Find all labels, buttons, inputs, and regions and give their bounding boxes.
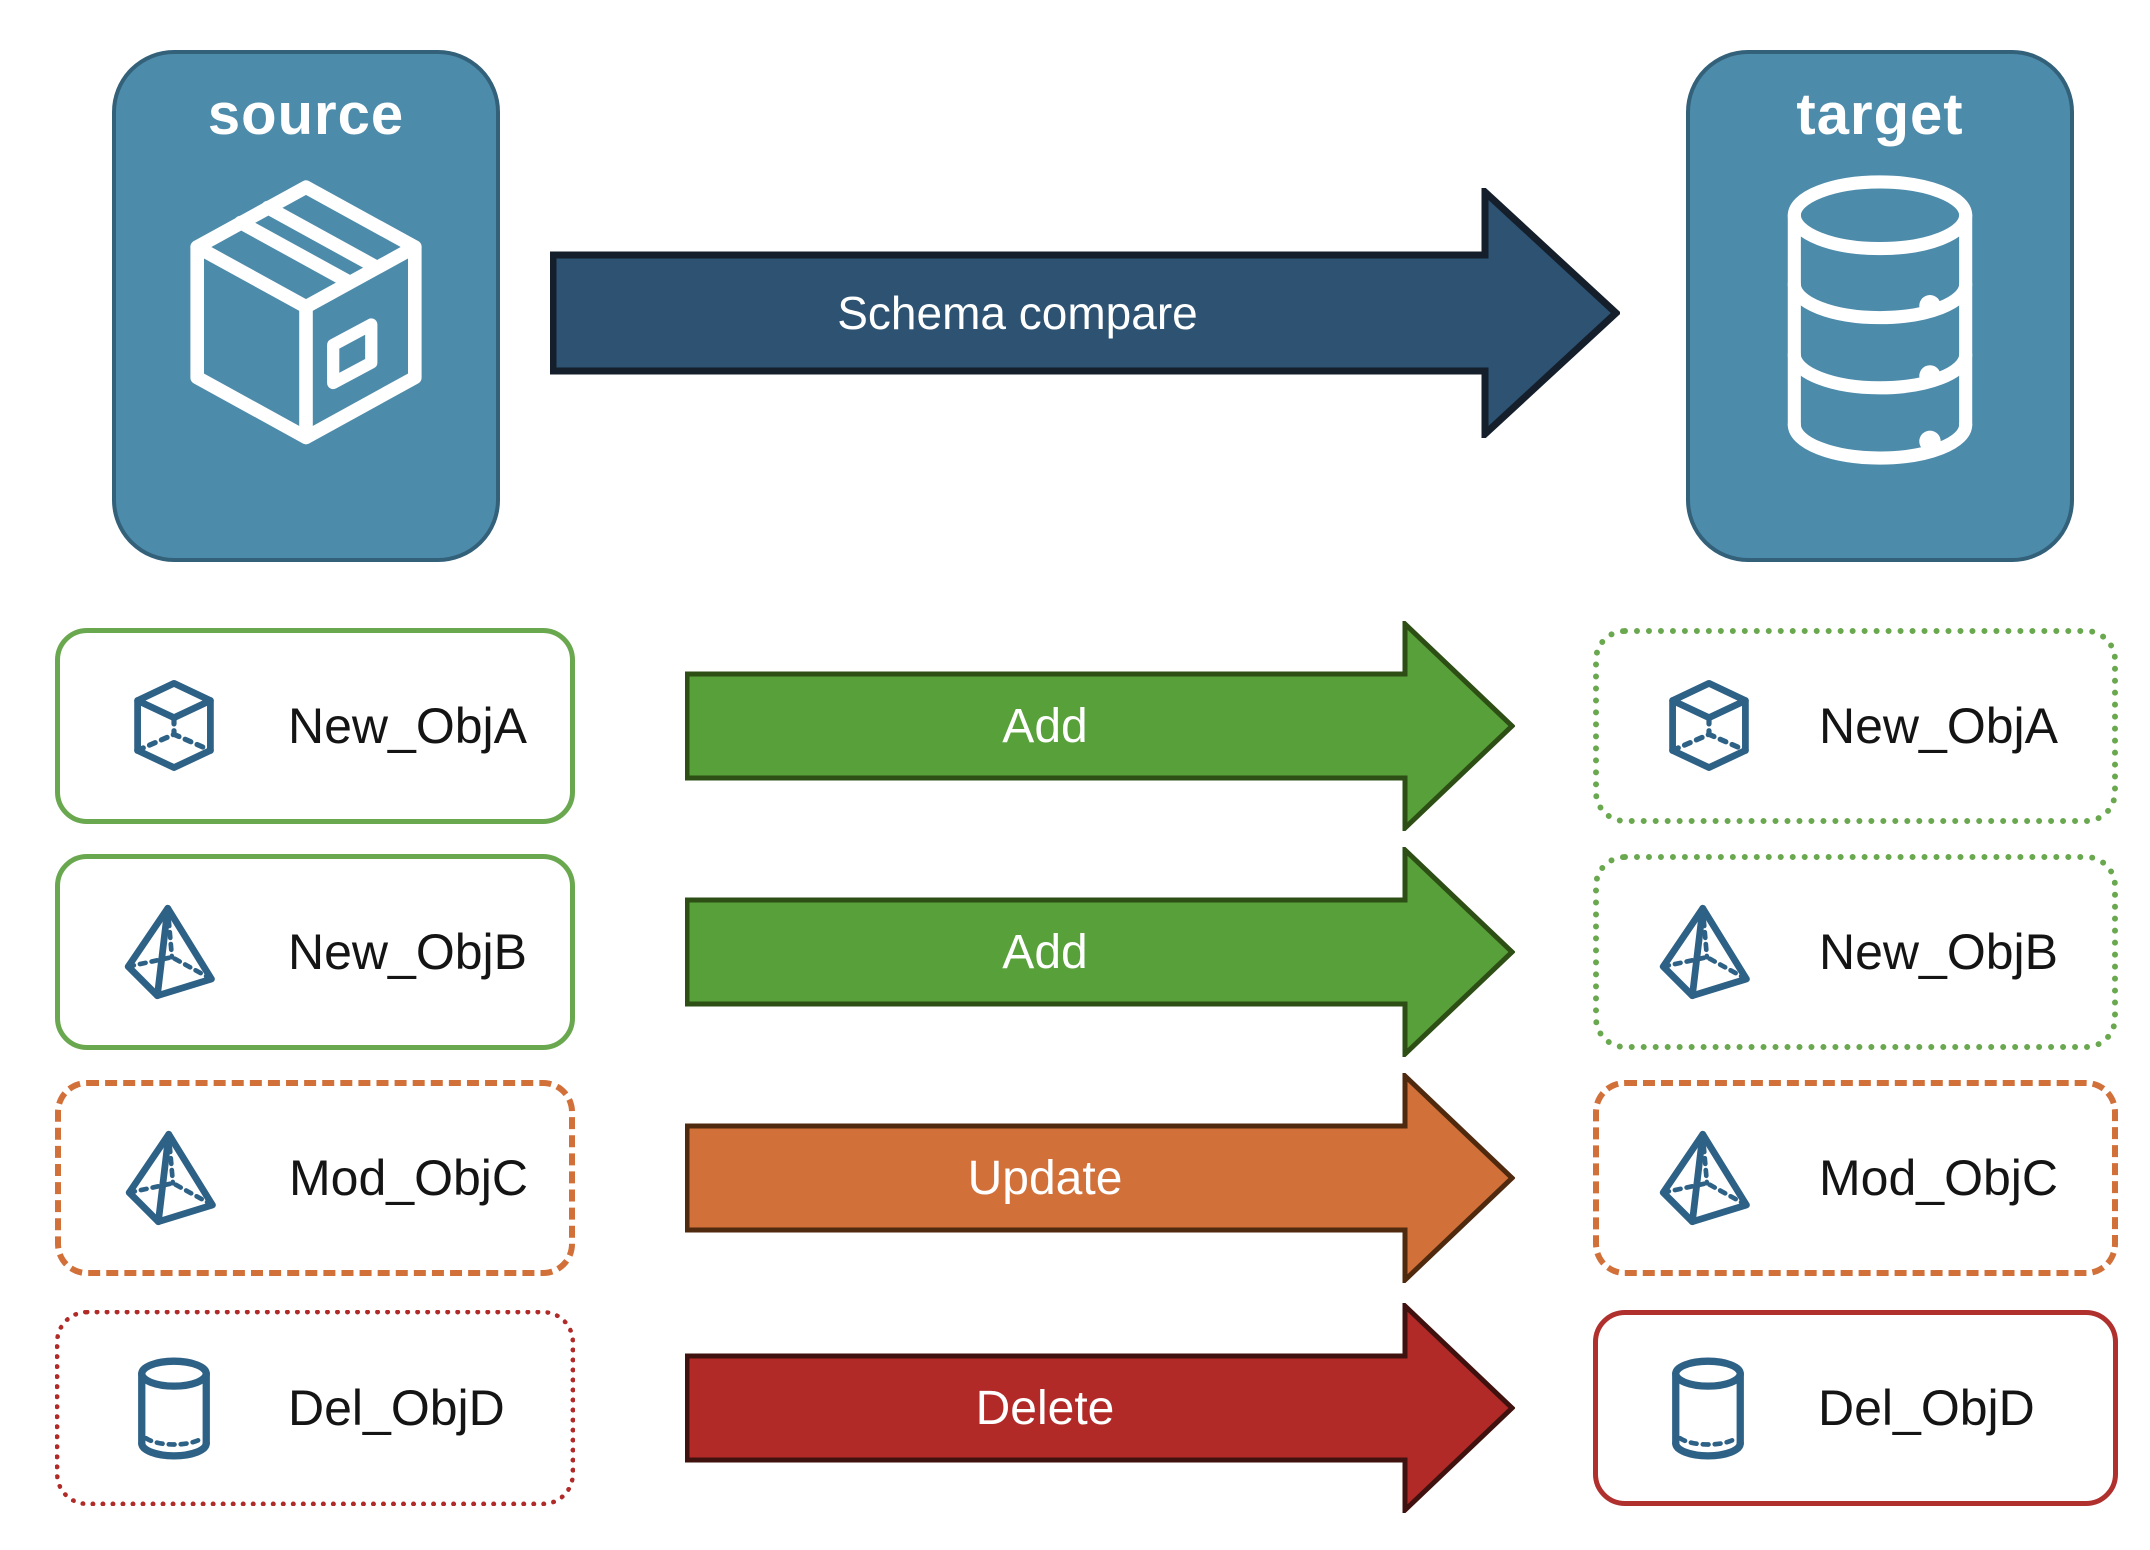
object-label: Mod_ObjC (289, 1150, 528, 1206)
cube-icon (122, 670, 226, 782)
target-node: target (1686, 50, 2074, 562)
cylinder-icon (122, 1352, 226, 1464)
add-arrow (685, 847, 1515, 1057)
object-label: New_ObjA (1819, 698, 2058, 754)
pyramid-icon (122, 896, 226, 1008)
pyramid-icon (1657, 896, 1761, 1008)
object-label: Del_ObjD (288, 1380, 505, 1436)
object-label: New_ObjB (1819, 924, 2058, 980)
add-arrow-label: Add (1002, 699, 1088, 753)
schema-compare-label: Schema compare (837, 287, 1198, 339)
source-object-box-new-obja: New_ObjA (55, 628, 575, 824)
pyramid-icon (1657, 1122, 1761, 1234)
schema-compare-arrow (550, 188, 1620, 438)
object-label: New_ObjB (288, 924, 527, 980)
delete-arrow (685, 1303, 1515, 1513)
delete-arrow-label: Delete (975, 1381, 1115, 1435)
source-object-box-mod-objc: Mod_ObjC (55, 1080, 575, 1276)
object-label: Mod_ObjC (1819, 1150, 2058, 1206)
cube-icon (1657, 670, 1761, 782)
source-object-box-new-objb: New_ObjB (55, 854, 575, 1050)
cylinder-icon (1656, 1352, 1760, 1464)
pyramid-icon (123, 1122, 227, 1234)
update-arrow (685, 1073, 1515, 1283)
update-arrow-label: Update (967, 1151, 1123, 1205)
source-node: source (112, 50, 500, 562)
package-box-icon (170, 165, 442, 465)
add-arrow (685, 621, 1515, 831)
object-label: Del_ObjD (1818, 1380, 2035, 1436)
source-object-box-del-objd: Del_ObjD (55, 1310, 575, 1506)
target-object-box-del-objd: Del_ObjD (1593, 1310, 2118, 1506)
object-label: New_ObjA (288, 698, 527, 754)
target-label: target (1796, 82, 1964, 147)
target-object-box-mod-objc: Mod_ObjC (1593, 1080, 2118, 1276)
database-icon (1761, 165, 1999, 475)
target-object-box-new-objb: New_ObjB (1593, 854, 2118, 1050)
target-object-box-new-obja: New_ObjA (1593, 628, 2118, 824)
add-arrow-label: Add (1002, 925, 1088, 979)
source-label: source (207, 82, 405, 147)
